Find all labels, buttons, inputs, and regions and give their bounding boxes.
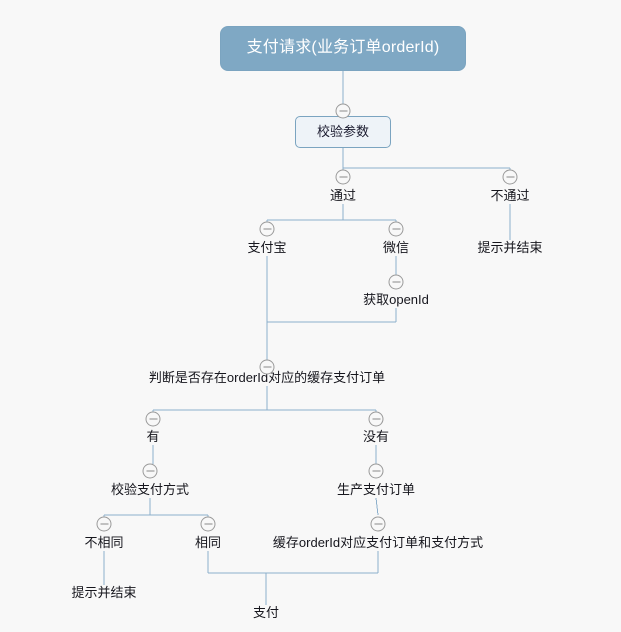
node-pass[interactable]: 通过 [329, 188, 357, 203]
node-root[interactable]: 支付请求(业务订单orderId) [220, 25, 466, 71]
node-alipay[interactable]: 支付宝 [247, 240, 287, 255]
node-pay[interactable]: 支付 [252, 605, 280, 620]
node-fail-end[interactable]: 提示并结束 [477, 240, 543, 255]
node-validate-params[interactable]: 校验参数 [295, 116, 391, 148]
node-get-openid[interactable]: 获取openId [363, 292, 429, 307]
node-not-same-end[interactable]: 提示并结束 [71, 585, 137, 600]
toggle-pass-collapse-minus-icon[interactable] [335, 169, 351, 185]
toggle-same-collapse-minus-icon[interactable] [200, 516, 216, 532]
node-fail[interactable]: 不通过 [490, 188, 530, 203]
toggle-check-cache-collapse-minus-icon[interactable] [259, 359, 275, 375]
node-check-cache[interactable]: 判断是否存在orderId对应的缓存支付订单 [148, 370, 386, 385]
toggle-wechat-collapse-minus-icon[interactable] [388, 221, 404, 237]
toggle-get-openid-collapse-minus-icon[interactable] [388, 274, 404, 290]
node-verify-pay-method[interactable]: 校验支付方式 [110, 482, 190, 497]
edge-create-to-cache [375, 497, 379, 516]
toggle-verify-pay-method-collapse-minus-icon[interactable] [142, 463, 158, 479]
toggle-fail-collapse-minus-icon[interactable] [502, 169, 518, 185]
toggle-has-not-collapse-minus-icon[interactable] [368, 411, 384, 427]
node-not-same[interactable]: 不相同 [84, 535, 124, 550]
toggle-not-same-collapse-minus-icon[interactable] [96, 516, 112, 532]
node-has-not[interactable]: 没有 [362, 429, 390, 444]
toggle-validate-params-collapse-minus-icon[interactable] [335, 103, 351, 119]
node-has[interactable]: 有 [146, 429, 160, 444]
toggle-has-collapse-minus-icon[interactable] [145, 411, 161, 427]
node-cache-order[interactable]: 缓存orderId对应支付订单和支付方式 [272, 535, 484, 550]
toggle-create-pay-order-collapse-minus-icon[interactable] [368, 463, 384, 479]
node-same[interactable]: 相同 [194, 535, 222, 550]
toggle-cache-order-collapse-minus-icon[interactable] [370, 516, 386, 532]
node-wechat[interactable]: 微信 [382, 240, 410, 255]
node-create-pay-order[interactable]: 生产支付订单 [336, 482, 416, 497]
toggle-alipay-collapse-minus-icon[interactable] [259, 221, 275, 237]
